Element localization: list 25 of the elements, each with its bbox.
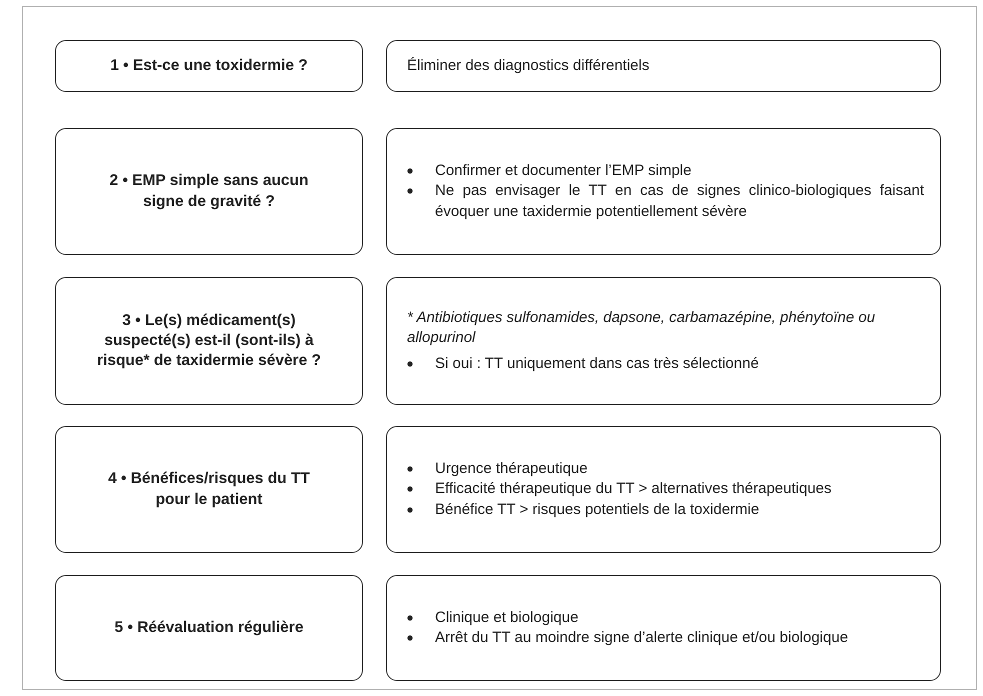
action-box: [386, 128, 941, 255]
question-text: 2 • EMP simple sans aucun signe de gravité ?: [108, 171, 310, 212]
question-text: 1 • Est-ce une toxidermie ?: [110, 56, 308, 76]
bullet-text: Clinique et biologique: [435, 608, 578, 628]
bullet-text: Efficacité thérapeutique du TT > alternatives thérapeutiques: [435, 479, 832, 500]
bullet-text: Si oui : TT uniquement dans cas très sélectionné: [435, 354, 759, 374]
bullet-text: Bénéfice TT > risques potentiels de la toxidermie: [435, 500, 760, 520]
footnote-text: * Antibiotiques sulfonamides, dapsone, carbamazépine, phénytoïne ou allopurinol: [407, 308, 876, 348]
bullet-text: Confirmer et documenter l’EMP simple: [435, 161, 692, 182]
action-box: [386, 40, 941, 92]
bullet-text: Ne pas envisager le TT en cas de signes clinico-biologiques faisant évoquer une taxidermie potentiellement sévère: [435, 181, 924, 222]
question-box: [55, 40, 363, 92]
bullet-text: Arrêt du TT au moindre signe d’alerte clinique et/ou biologique: [435, 628, 848, 648]
action-text: Éliminer des diagnostics différentiels: [407, 56, 650, 76]
question-box: [55, 426, 363, 553]
action-box: [386, 426, 941, 553]
bullet-text: Urgence thérapeutique: [435, 459, 588, 480]
question-text: 3 • Le(s) médicament(s) suspecté(s) est-il (sont-ils) à risque* de taxidermie sévère ?: [96, 310, 322, 372]
question-text: 4 • Bénéfices/risques du TT pour le patient: [107, 469, 311, 510]
question-box: [55, 277, 363, 405]
action-box: [386, 277, 941, 405]
question-box: [55, 575, 363, 681]
action-box: [386, 575, 941, 681]
question-box: [55, 128, 363, 255]
question-text: 5 • Réévaluation régulière: [114, 618, 304, 638]
